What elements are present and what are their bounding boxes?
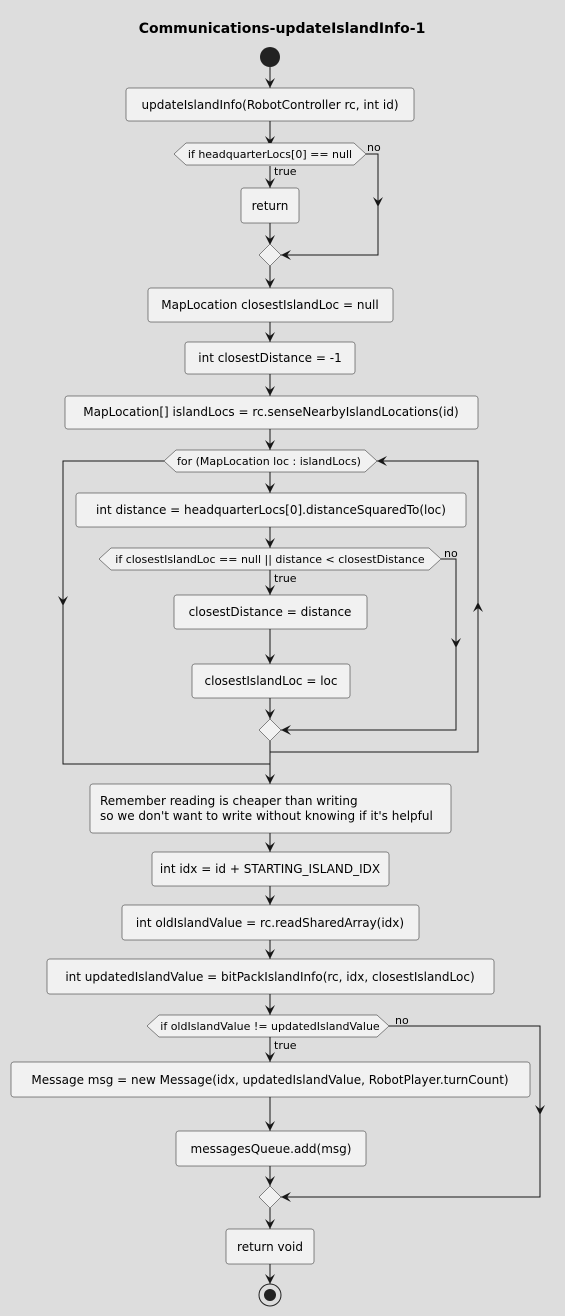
action-update-island-info: updateIslandInfo(RobotController rc, int… [125, 87, 415, 122]
diagram-title: Communications-updateIslandInfo-1 [139, 21, 426, 37]
action-note-reading: Remember reading is cheaper than writing… [89, 783, 452, 834]
svg-text:messagesQueue.add(msg): messagesQueue.add(msg) [191, 1142, 352, 1156]
svg-text:so we don't want to write with: so we don't want to write without knowin… [100, 809, 433, 823]
svg-text:int closestDistance = -1: int closestDistance = -1 [198, 351, 341, 365]
svg-text:MapLocation closestIslandLoc =: MapLocation closestIslandLoc = null [161, 298, 378, 312]
arrowheads [58, 78, 545, 1284]
label-c1-no: no [367, 141, 381, 154]
condition-closest-check: if closestIslandLoc == null || distance … [98, 547, 442, 571]
merge-diamond-2 [258, 718, 282, 742]
svg-text:closestDistance = distance: closestDistance = distance [189, 605, 352, 619]
action-set-closest-distance: closestDistance = distance [173, 594, 368, 630]
svg-text:int oldIslandValue = rc.readSh: int oldIslandValue = rc.readSharedArray(… [136, 916, 404, 930]
action-messages-queue-add: messagesQueue.add(msg) [175, 1130, 367, 1167]
svg-text:int updatedIslandValue = bitPa: int updatedIslandValue = bitPackIslandIn… [65, 970, 474, 984]
condition-headquarter-null: if headquarterLocs[0] == null [173, 142, 367, 166]
condition-value-changed: if oldIslandValue != updatedIslandValue [146, 1014, 390, 1038]
svg-text:closestIslandLoc = loc: closestIslandLoc = loc [205, 674, 338, 688]
action-return: return [240, 187, 300, 224]
label-c2-no: no [444, 547, 458, 560]
action-distance: int distance = headquarterLocs[0].distan… [75, 492, 467, 528]
merge-diamond-1 [258, 243, 282, 267]
action-old-island-value: int oldIslandValue = rc.readSharedArray(… [121, 904, 420, 941]
action-closest-island-loc: MapLocation closestIslandLoc = null [147, 287, 394, 323]
action-idx: int idx = id + STARTING_ISLAND_IDX [151, 851, 390, 887]
svg-text:if closestIslandLoc == null ||: if closestIslandLoc == null || distance … [115, 553, 425, 566]
svg-text:int idx = id + STARTING_ISLAND: int idx = id + STARTING_ISLAND_IDX [160, 862, 380, 876]
action-updated-island-value: int updatedIslandValue = bitPackIslandIn… [46, 958, 495, 995]
svg-text:return void: return void [237, 1240, 303, 1254]
svg-text:return: return [252, 199, 289, 213]
svg-text:updateIslandInfo(RobotControll: updateIslandInfo(RobotController rc, int… [141, 98, 398, 112]
svg-text:Message msg = new Message(idx,: Message msg = new Message(idx, updatedIs… [31, 1073, 508, 1087]
label-c3-true: true [274, 1039, 297, 1052]
svg-text:Remember reading is cheaper th: Remember reading is cheaper than writing [100, 794, 358, 808]
svg-text:int distance = headquarterLocs: int distance = headquarterLocs[0].distan… [96, 503, 446, 517]
label-c2-true: true [274, 572, 297, 585]
svg-text:for (MapLocation loc : islandL: for (MapLocation loc : islandLocs) [177, 455, 361, 468]
end-node [258, 1283, 282, 1307]
action-set-closest-island-loc: closestIslandLoc = loc [191, 663, 351, 699]
label-c1-true: true [274, 165, 297, 178]
svg-text:if headquarterLocs[0] == null: if headquarterLocs[0] == null [188, 148, 352, 161]
label-c3-no: no [395, 1014, 409, 1027]
action-return-void: return void [225, 1228, 315, 1265]
action-closest-distance: int closestDistance = -1 [184, 341, 356, 375]
start-node [260, 47, 280, 67]
svg-text:if oldIslandValue != updatedIs: if oldIslandValue != updatedIslandValue [160, 1020, 380, 1033]
svg-text:MapLocation[] islandLocs = rc.: MapLocation[] islandLocs = rc.senseNearb… [83, 405, 458, 419]
action-message: Message msg = new Message(idx, updatedIs… [10, 1061, 531, 1098]
condition-for-loop: for (MapLocation loc : islandLocs) [163, 449, 378, 473]
merge-diamond-3 [258, 1185, 282, 1209]
action-island-locs: MapLocation[] islandLocs = rc.senseNearb… [64, 395, 479, 430]
